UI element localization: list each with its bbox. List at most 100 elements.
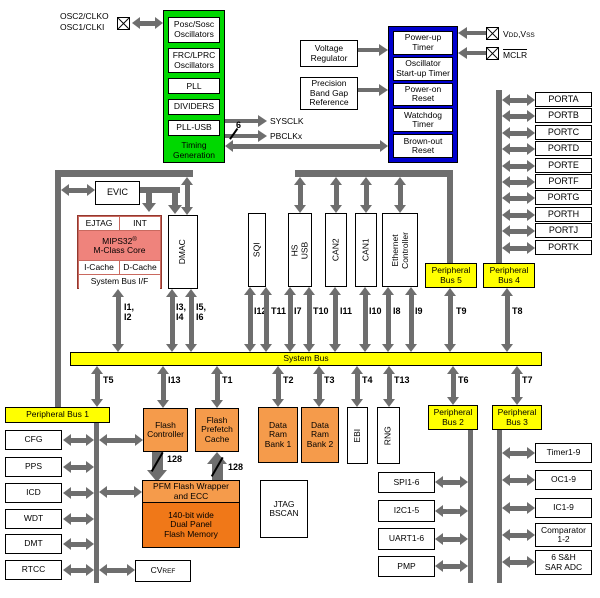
double-arrow <box>333 184 339 206</box>
double-arrow <box>354 373 360 400</box>
double-arrow <box>112 289 124 297</box>
osc2-clko-pin-label: OSC2/CLKO <box>60 11 109 21</box>
d-cache: D-Cache <box>120 261 160 274</box>
double-arrow <box>185 289 197 297</box>
double-arrow <box>135 434 143 446</box>
evic: EVIC <box>95 181 140 205</box>
double-arrow <box>359 287 371 295</box>
can1: CAN1 <box>355 213 377 287</box>
double-arrow <box>272 366 284 374</box>
double-arrow <box>86 461 94 473</box>
bus-label-i9: I9 <box>415 306 423 316</box>
pmp: PMP <box>378 556 435 577</box>
pps: PPS <box>5 457 62 477</box>
i-cache: I-Cache <box>79 261 119 274</box>
double-arrow <box>460 505 468 517</box>
double-arrow <box>502 209 510 221</box>
double-arrow <box>509 130 528 136</box>
double-arrow <box>502 94 510 106</box>
double-arrow <box>502 474 510 486</box>
flash-width-128-2: 128 <box>228 462 244 472</box>
double-arrow <box>211 400 223 408</box>
double-arrow <box>435 533 443 545</box>
portb: PORTB <box>535 108 592 123</box>
double-arrow <box>362 294 368 345</box>
posc-sosc-oscillators: Posc/Sosc Oscillators <box>168 17 220 43</box>
double-arrow <box>188 296 194 345</box>
flash-prefetch-cache: Flash Prefetch Cache <box>195 408 239 452</box>
peripheral-bus-4: Peripheral Bus 4 <box>483 263 535 288</box>
double-arrow <box>330 177 342 185</box>
double-arrow <box>86 513 94 525</box>
double-arrow <box>99 434 107 446</box>
double-arrow <box>127 564 135 576</box>
mips-core-block: EJTAG INT MIPS32® M-Class Core I-Cache D… <box>77 215 162 289</box>
double-arrow <box>527 160 535 172</box>
double-arrow <box>509 245 528 251</box>
rng: RNG <box>377 407 400 464</box>
double-arrow <box>502 556 510 568</box>
double-arrow <box>169 296 175 345</box>
double-arrow <box>435 476 443 488</box>
double-arrow <box>214 373 220 401</box>
mclr-arrow <box>467 51 486 55</box>
double-arrow <box>380 140 388 152</box>
bandgap-arrowhead <box>379 84 388 96</box>
double-arrow <box>260 287 272 295</box>
double-arrow <box>509 179 528 185</box>
bus-label-i5-i6: I5, I6 <box>196 302 207 322</box>
double-arrow <box>442 536 461 542</box>
double-arrow <box>260 344 272 352</box>
double-arrow <box>527 143 535 155</box>
evic-int-arrowhead <box>142 203 156 212</box>
vreg-arrow <box>358 48 379 52</box>
portk: PORTK <box>535 240 592 255</box>
voltage-regulator: Voltage Regulator <box>300 40 358 67</box>
double-arrow <box>383 399 395 407</box>
double-arrow <box>306 294 312 345</box>
evic-int-drop <box>146 193 152 203</box>
mips32-m-class-core: MIPS32® M-Class Core <box>79 231 160 260</box>
double-arrow <box>509 195 528 201</box>
double-arrow <box>329 287 341 295</box>
portc: PORTC <box>535 125 592 140</box>
bus-label-t13: T13 <box>394 375 410 385</box>
double-arrow <box>435 560 443 572</box>
double-arrow <box>329 344 341 352</box>
brown-out-reset: Brown-out Reset <box>393 134 453 158</box>
double-arrow <box>509 450 528 456</box>
double-arrow <box>272 399 284 407</box>
double-arrow <box>386 373 392 400</box>
double-arrow <box>330 205 342 213</box>
double-arrow <box>511 366 523 374</box>
double-arrow <box>408 294 414 345</box>
sysclk-label: SYSCLK <box>270 116 304 126</box>
pll-usb: PLL-USB <box>168 120 220 136</box>
double-arrow <box>112 344 124 352</box>
peripheral-bus-1: Peripheral Bus 1 <box>5 407 110 423</box>
double-arrow <box>360 177 372 185</box>
double-arrow <box>527 529 535 541</box>
flash-read-arrowhead <box>207 452 227 464</box>
double-arrow <box>106 437 136 443</box>
evic-branch-bar <box>140 187 180 193</box>
bus-width-6: 6 <box>236 120 242 130</box>
bus-label-i13: I13 <box>168 375 181 385</box>
double-arrow <box>294 177 306 185</box>
sysclk-arrow <box>225 119 258 123</box>
double-arrow <box>405 344 417 352</box>
double-arrow <box>63 461 71 473</box>
double-arrow <box>166 289 178 297</box>
double-arrow <box>63 564 71 576</box>
double-arrow <box>447 366 459 374</box>
vdd-arrow <box>467 31 486 35</box>
watchdog-timer: Watchdog Timer <box>393 108 453 133</box>
double-arrow <box>316 373 322 400</box>
rtcc: RTCC <box>5 560 62 580</box>
ejtag: EJTAG <box>79 217 119 230</box>
double-arrow <box>63 538 71 550</box>
double-arrow <box>363 184 369 206</box>
double-arrow <box>502 529 510 541</box>
double-arrow <box>284 344 296 352</box>
double-arrow <box>87 184 95 196</box>
